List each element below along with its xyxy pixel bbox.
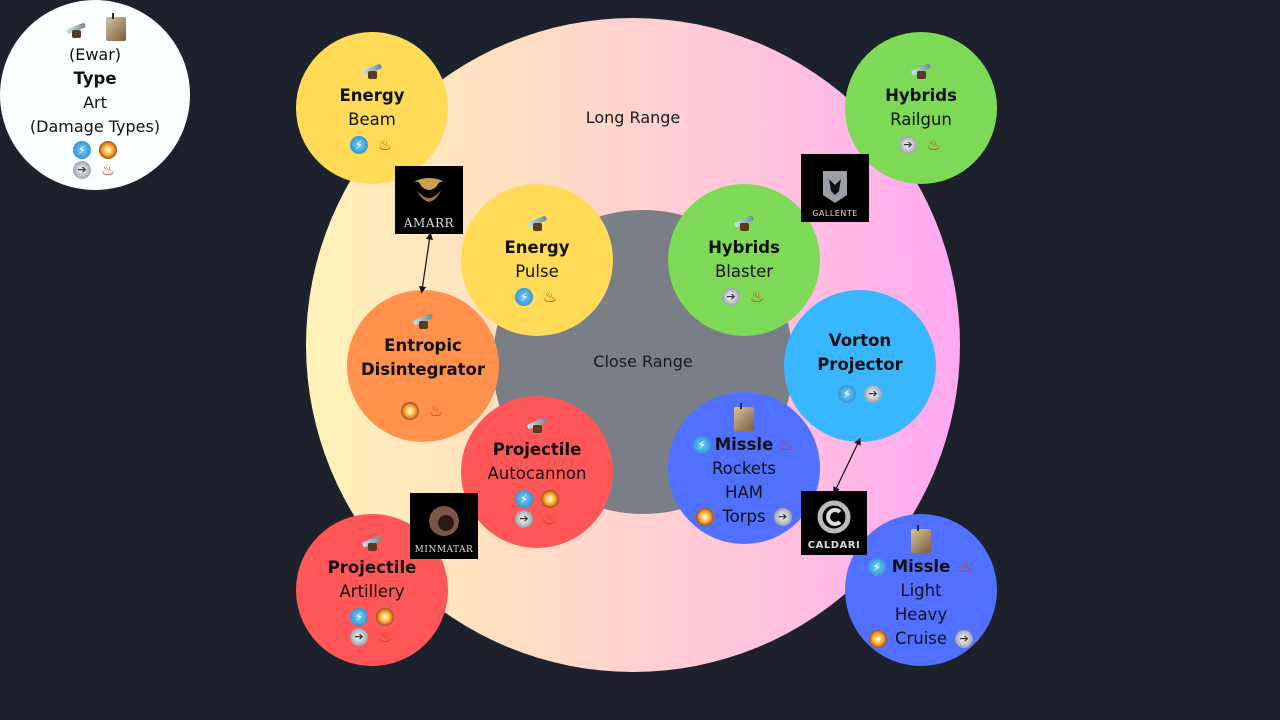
thermal-icon: ♨ [926,135,942,154]
thermal-icon: ♨ [958,557,973,576]
em-icon: ⚡ [350,136,368,154]
weapon-art: Torps [722,507,766,526]
turret-icon [525,416,549,434]
weapon-missile-short-range[interactable]: ⚡ Missle ♨ Rockets HAM Torps ➔ [668,392,820,544]
em-icon: ⚡ [73,141,91,159]
gallente-emblem-icon [823,171,847,203]
launcher-icon [911,525,931,553]
weapon-art: Blaster [714,262,774,281]
weapon-projectile-autocannon[interactable]: Projectile Autocannon ⚡ ➔ ♨ [461,396,613,548]
weapon-type: Hybrids [708,238,780,257]
legend-type: Type [73,69,117,88]
weapon-type: Hybrids [885,86,957,105]
weapon-type-line1: Entropic [384,336,462,355]
weapon-type-line1: Vorton [828,331,892,350]
turret-icon [909,62,933,80]
weapon-art: Autocannon [487,464,587,483]
kinetic-icon: ➔ [864,385,882,403]
weapon-type: Energy [339,86,405,105]
explosive-icon [541,490,559,508]
weapon-art: Rockets [711,459,777,478]
caldari-emblem-icon [817,500,851,534]
em-icon: ⚡ [838,385,856,403]
weapon-projectile-artillery[interactable]: Projectile Artillery ⚡ ➔ ♨ [296,514,448,666]
close-range-label: Close Range [593,352,693,371]
thermal-icon: ♨ [377,135,393,154]
weapon-hybrids-railgun[interactable]: Hybrids Railgun ➔ ♨ [845,32,997,184]
weapon-type: Missle [714,435,774,454]
em-icon: ⚡ [350,608,368,626]
turret-icon [64,21,88,39]
turret-icon [411,312,435,330]
weapon-art: Beam [348,110,396,129]
explosive-icon [99,141,117,159]
kinetic-icon: ➔ [350,628,368,646]
explosive-icon [696,508,715,526]
thermal-icon: ♨ [100,160,116,179]
kinetic-icon: ➔ [773,508,792,526]
explosive-icon [868,630,887,648]
kinetic-icon: ➔ [899,136,917,154]
minmatar-emblem-icon [429,506,459,536]
weapon-art: Light [900,581,942,600]
weapon-type-line2: Disintegrator [360,360,486,379]
weapon-type: Projectile [492,440,582,459]
kinetic-icon: ➔ [955,630,974,648]
launcher-icon [734,403,754,431]
amarr-emblem-icon [413,178,445,202]
weapon-missile-long-range[interactable]: ⚡ Missle ♨ Light Heavy Cruise ➔ [845,514,997,666]
kinetic-icon: ➔ [722,288,740,306]
weapon-art: Railgun [890,110,952,129]
weapon-hybrids-blaster[interactable]: Hybrids Blaster ➔ ♨ [668,184,820,336]
faction-logo-amarr: AMARR [395,166,463,234]
turret-icon [732,214,756,232]
thermal-icon: ♨ [749,287,765,306]
em-icon: ⚡ [692,436,711,454]
legend-art: Art [83,93,107,112]
long-range-label: Long Range [585,108,681,127]
turret-icon [360,62,384,80]
faction-name: GALLENTE [812,209,858,218]
turret-icon [525,214,549,232]
kinetic-icon: ➔ [73,161,91,179]
thermal-icon: ♨ [542,287,558,306]
thermal-icon: ♨ [428,401,444,420]
weapon-art: Cruise [894,629,948,648]
faction-name: CALDARI [807,540,861,551]
weapon-type-line2: Projector [817,355,903,374]
turret-icon [360,534,384,552]
legend-ewar: (Ewar) [68,45,122,64]
weapon-art: HAM [725,483,763,502]
explosive-icon [401,402,419,420]
weapon-type: Energy [504,238,570,257]
legend-circle: (Ewar) Type Art (Damage Types) ⚡ ➔ ♨ [0,0,190,190]
weapon-energy-beam[interactable]: Energy Beam ⚡ ♨ [296,32,448,184]
faction-logo-minmatar: MINMATAR [410,493,478,559]
em-icon: ⚡ [515,490,533,508]
em-icon: ⚡ [867,558,886,576]
launcher-icon [106,13,126,41]
thermal-icon: ♨ [542,509,558,528]
faction-name: AMARR [403,216,455,230]
faction-logo-caldari: CALDARI [801,491,867,555]
weapon-type: Missle [891,557,951,576]
thermal-icon: ♨ [779,435,794,454]
faction-logo-gallente: GALLENTE [801,154,869,222]
kinetic-icon: ➔ [515,510,533,528]
em-icon: ⚡ [515,288,533,306]
weapon-art: Heavy [894,605,948,624]
legend-damage-types: (Damage Types) [29,117,161,136]
weapon-entropic-disintegrator[interactable]: Entropic Disintegrator ♨ [347,290,499,442]
weapon-energy-pulse[interactable]: Energy Pulse ⚡ ♨ [461,184,613,336]
weapon-art: Artillery [339,582,405,601]
faction-name: MINMATAR [414,545,474,555]
weapon-art: Pulse [515,262,559,281]
weapon-vorton-projector[interactable]: Vorton Projector ⚡ ➔ [784,290,936,442]
explosive-icon [376,608,394,626]
weapon-type: Projectile [327,558,417,577]
thermal-icon: ♨ [377,627,393,646]
